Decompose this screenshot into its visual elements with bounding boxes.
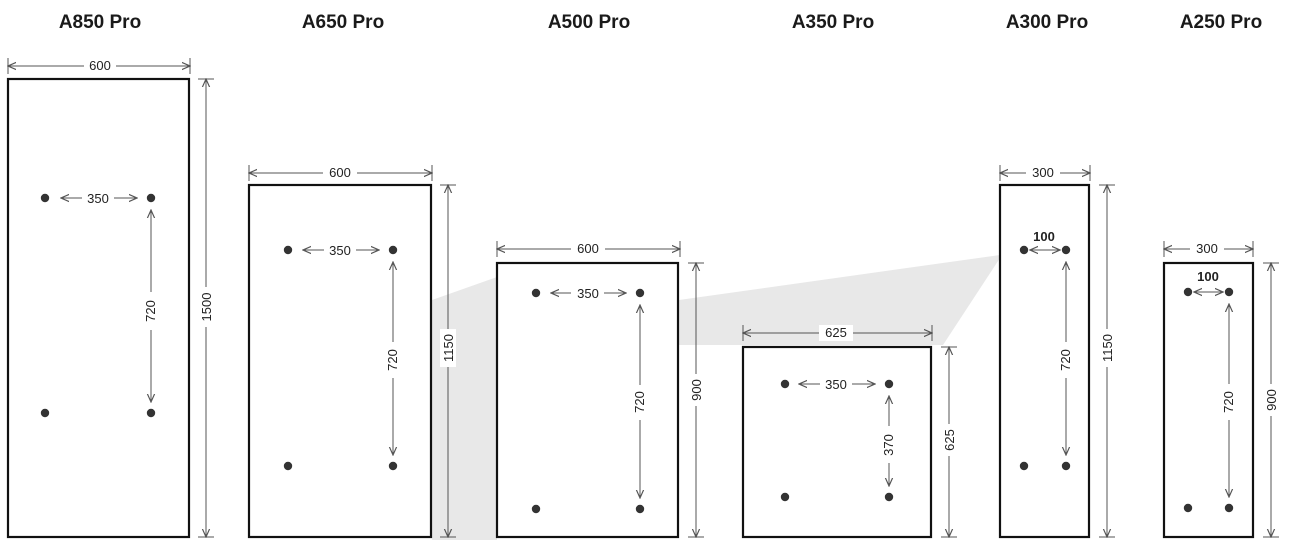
mounting-hole	[531, 504, 541, 514]
panel-outline	[247, 183, 433, 539]
model-a300-pro: A300 Pro 300 1150 100 720	[998, 12, 1115, 539]
background-band	[460, 440, 497, 540]
height-label: 900	[1264, 389, 1279, 411]
width-label: 300	[1032, 165, 1054, 180]
panel-outline	[6, 77, 191, 539]
model-title: A350 Pro	[792, 12, 874, 33]
panel-outline	[495, 261, 680, 539]
hole-spacing-vertical-label: 370	[881, 434, 896, 456]
mounting-hole	[1224, 503, 1234, 513]
model-a650-pro: A650 Pro 600 1150 350 720	[247, 12, 456, 539]
mounting-hole	[40, 408, 50, 418]
width-label: 600	[329, 165, 351, 180]
height-label: 1150	[1100, 334, 1115, 362]
panel-outline	[741, 345, 933, 539]
model-a500-pro: A500 Pro 600 900 350 720	[495, 12, 704, 539]
width-label: 625	[825, 325, 847, 340]
mounting-hole	[1183, 287, 1193, 297]
height-label: 1500	[199, 293, 214, 322]
hole-spacing-vertical-label: 720	[385, 349, 400, 371]
model-a250-pro: A250 Pro 300 900 100 720	[1162, 12, 1279, 539]
width-label: 600	[577, 241, 599, 256]
hole-spacing-vertical-label: 720	[632, 391, 647, 413]
background-band	[679, 255, 1000, 345]
mounting-hole	[146, 193, 156, 203]
width-label: 600	[89, 58, 111, 73]
mounting-hole	[388, 245, 398, 255]
mounting-hole	[1019, 245, 1029, 255]
mounting-hole	[884, 492, 894, 502]
panel-outline	[1162, 261, 1255, 539]
width-label: 300	[1196, 241, 1218, 256]
mounting-hole	[531, 288, 541, 298]
mounting-hole	[40, 193, 50, 203]
hole-spacing-horizontal-label: 350	[329, 243, 351, 258]
hole-spacing-horizontal-label: 100	[1197, 269, 1219, 284]
model-a850-pro: A850 Pro 600 1500 350 720	[6, 12, 214, 539]
hole-spacing-vertical-label: 720	[1058, 349, 1073, 371]
mounting-hole	[1183, 503, 1193, 513]
mounting-hole	[283, 245, 293, 255]
mounting-hole	[884, 379, 894, 389]
hole-spacing-horizontal-label: 100	[1033, 229, 1055, 244]
model-a350-pro: A350 Pro 625 625 350 370	[741, 12, 957, 539]
height-label: 1150	[441, 334, 456, 362]
hole-spacing-horizontal-label: 350	[87, 191, 109, 206]
mounting-hole	[146, 408, 156, 418]
mounting-hole	[1019, 461, 1029, 471]
hole-spacing-horizontal-label: 350	[825, 377, 847, 392]
height-label: 625	[942, 429, 957, 451]
mounting-hole	[780, 492, 790, 502]
panel-outline	[998, 183, 1091, 539]
mounting-hole	[635, 504, 645, 514]
hole-spacing-vertical-label: 720	[1221, 391, 1236, 413]
mounting-hole	[635, 288, 645, 298]
model-title: A300 Pro	[1006, 12, 1088, 33]
model-title: A250 Pro	[1180, 12, 1262, 33]
hole-spacing-horizontal-label: 350	[577, 286, 599, 301]
model-title: A850 Pro	[59, 12, 141, 33]
model-title: A500 Pro	[548, 12, 630, 33]
mounting-hole	[1224, 287, 1234, 297]
hole-spacing-vertical-label: 720	[143, 300, 158, 322]
mounting-hole	[388, 461, 398, 471]
mounting-hole	[283, 461, 293, 471]
height-label: 900	[689, 379, 704, 401]
model-title: A650 Pro	[302, 12, 384, 33]
mounting-hole	[1061, 245, 1071, 255]
mounting-hole	[1061, 461, 1071, 471]
mounting-hole	[780, 379, 790, 389]
